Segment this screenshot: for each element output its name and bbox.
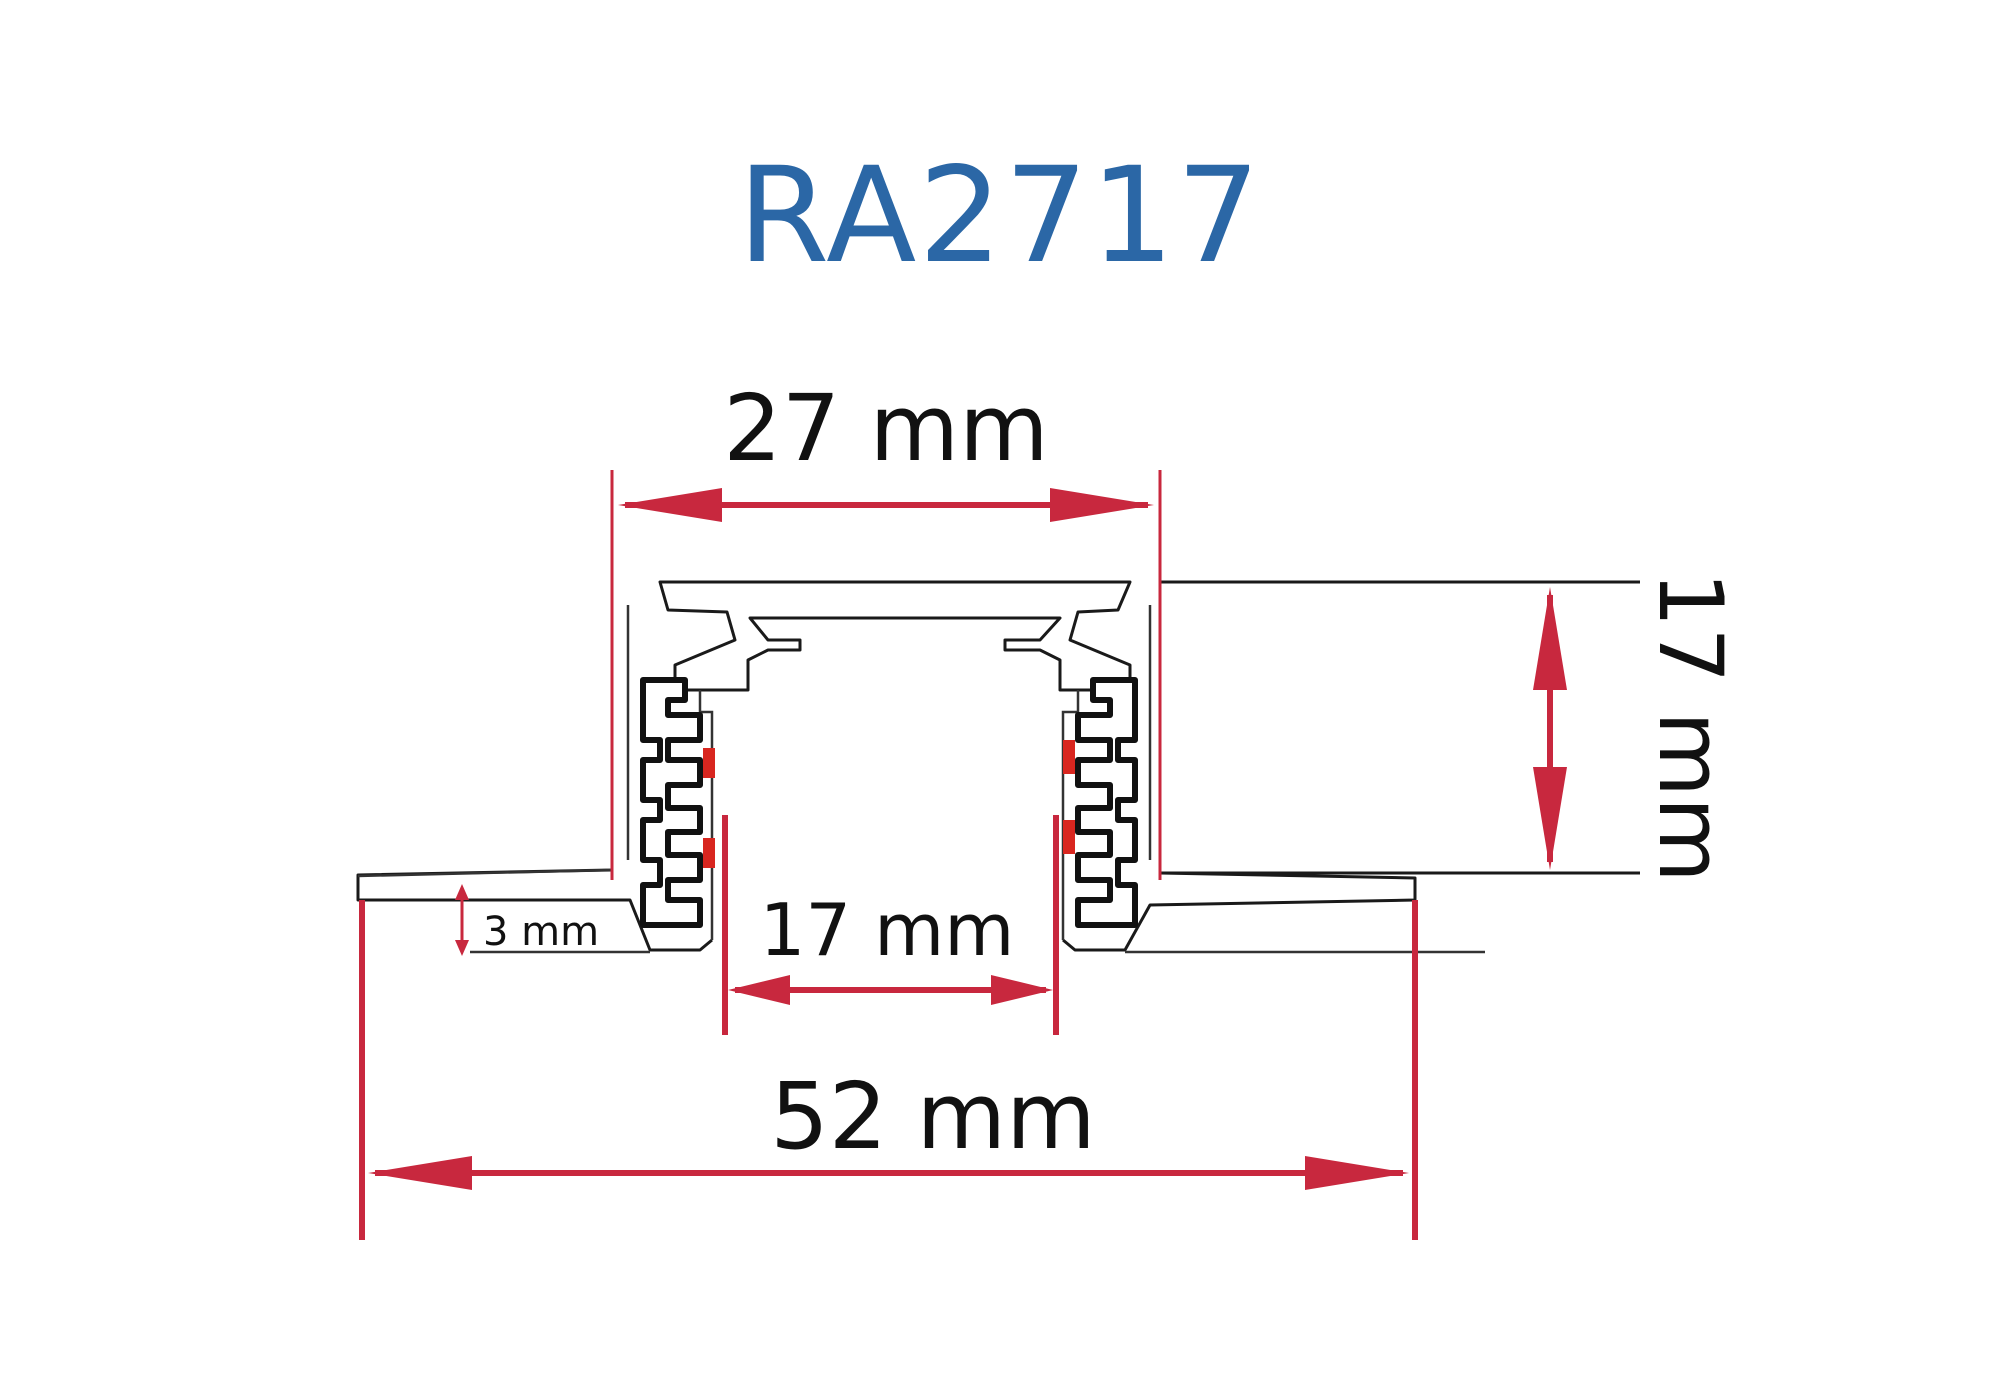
contact-right-2 [1063,820,1075,854]
top-cover [658,580,1132,692]
contact-right-1 [1063,740,1075,774]
plaster-line-left [357,868,1485,954]
track-profile-outline [356,580,1640,954]
label-flange: 3 mm [483,909,599,955]
label-top-width: 27 mm [723,375,1049,482]
dimension-opening: 17 mm [722,815,1059,1035]
contact-left-2 [703,838,715,868]
insulator-right [1063,677,1138,928]
label-total-width: 52 mm [770,1063,1096,1170]
dimension-top-width: 27 mm [610,375,1162,880]
dimension-flange: 3 mm [455,884,599,956]
insulator-left [640,677,715,928]
contact-left-1 [703,748,715,778]
dimension-height: 17 mm [1533,571,1742,883]
model-title: RA2717 [737,139,1263,293]
label-height: 17 mm [1639,571,1742,882]
ceiling-line-right [1160,580,1640,875]
channel-wall-left [626,605,714,940]
dimension-total-width: 52 mm [359,900,1418,1240]
label-opening: 17 mm [760,888,1015,972]
